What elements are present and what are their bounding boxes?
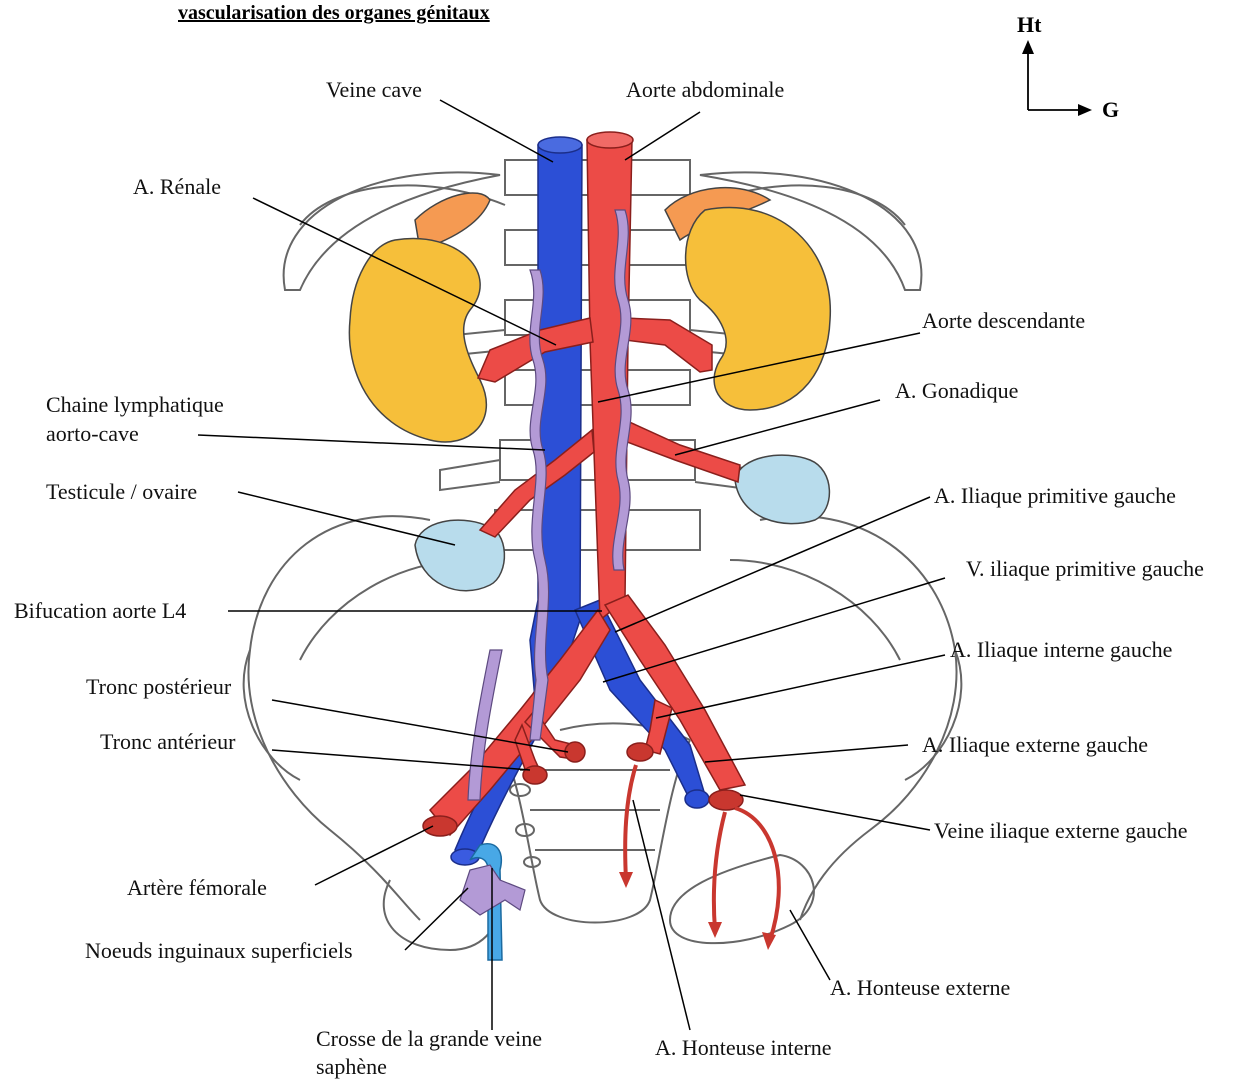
external-pudendal-arrow-2 bbox=[735, 808, 779, 940]
label-testicule-ovaire: Testicule / ovaire bbox=[46, 479, 197, 505]
left-external-iliac-vein-end bbox=[685, 790, 709, 808]
label-veine-cave: Veine cave bbox=[326, 77, 422, 103]
label-artere-femorale: Artère fémorale bbox=[127, 875, 267, 901]
leader-veine-cave bbox=[440, 100, 553, 162]
kidney-left bbox=[686, 208, 831, 410]
renal-artery-left bbox=[625, 318, 712, 372]
label-a-iliaque-primitive-gauche: A. Iliaque primitive gauche bbox=[934, 483, 1176, 509]
aorta-top bbox=[587, 132, 633, 148]
label-a-iliaque-externe-gauche: A. Iliaque externe gauche bbox=[922, 732, 1148, 758]
vena-cava-top bbox=[538, 137, 582, 153]
tronc-anterieur-end bbox=[523, 766, 547, 784]
leader-veine-iliaque-externe bbox=[740, 795, 930, 830]
leader-aorte-abdominale bbox=[625, 112, 700, 160]
label-a-gonadique: A. Gonadique bbox=[895, 378, 1018, 404]
left-internal-iliac-end bbox=[627, 743, 653, 761]
femoral-artery-end bbox=[423, 816, 457, 836]
page-title: vascularisation des organes génitaux bbox=[178, 2, 490, 25]
sacral-foramen-1 bbox=[510, 784, 530, 796]
leader-honteuse-externe bbox=[790, 910, 830, 980]
kidney-right bbox=[349, 239, 486, 442]
ilium-left-inner bbox=[730, 560, 900, 660]
label-tronc-anterieur: Tronc antérieur bbox=[100, 729, 235, 755]
ilium-left bbox=[760, 516, 957, 920]
leader-artere-femorale bbox=[315, 826, 433, 885]
label-tronc-posterieur: Tronc postérieur bbox=[86, 674, 231, 700]
arrowhead-external-2 bbox=[762, 932, 776, 950]
label-bifurcation-aorte: Bifucation aorte L4 bbox=[14, 598, 186, 624]
arrowhead-right bbox=[1078, 104, 1092, 116]
orientation-right-label: G bbox=[1102, 97, 1119, 123]
leader-a-gonadique bbox=[675, 400, 880, 455]
pubis-left bbox=[670, 855, 814, 943]
gonad-left bbox=[735, 455, 829, 523]
label-v-iliaque-primitive-gauche: V. iliaque primitive gauche bbox=[966, 556, 1204, 582]
arrowhead-internal bbox=[619, 872, 633, 888]
label-a-honteuse-interne: A. Honteuse interne bbox=[655, 1035, 832, 1061]
leader-a-iliaque-externe bbox=[705, 745, 908, 762]
leader-chaine-lymphatique bbox=[198, 435, 545, 450]
orientation-up-label: Ht bbox=[1017, 12, 1041, 38]
label-aorte-descendante: Aorte descendante bbox=[922, 308, 1085, 334]
transverse-r-2 bbox=[440, 460, 500, 490]
ilium-right bbox=[248, 516, 430, 920]
arrowhead-up bbox=[1022, 40, 1034, 54]
label-aorte-abdominale: Aorte abdominale bbox=[626, 77, 784, 103]
leader-noeuds-inguinaux bbox=[405, 888, 468, 950]
label-chaine-lymphatique-line2: aorto-cave bbox=[46, 421, 139, 447]
leader-a-iliaque-interne bbox=[656, 655, 945, 718]
label-chaine-lymphatique-line1: Chaine lymphatique bbox=[46, 392, 224, 418]
gonadic-artery-left bbox=[622, 420, 740, 482]
label-a-iliaque-interne-gauche: A. Iliaque interne gauche bbox=[950, 637, 1172, 663]
arrowhead-external-1 bbox=[708, 922, 722, 938]
label-a-renale: A. Rénale bbox=[133, 174, 221, 200]
orientation-axes bbox=[1022, 40, 1092, 116]
label-crosse-line1: Crosse de la grande veine bbox=[316, 1026, 542, 1052]
ilium-left-crest bbox=[905, 650, 961, 780]
label-veine-iliaque-externe-gauche: Veine iliaque externe gauche bbox=[934, 818, 1187, 844]
label-crosse-line2: saphène bbox=[316, 1054, 387, 1080]
leader-honteuse-interne bbox=[633, 800, 690, 1030]
label-noeuds-inguinaux: Noeuds inguinaux superficiels bbox=[85, 938, 353, 964]
label-a-honteuse-externe: A. Honteuse externe bbox=[830, 975, 1010, 1001]
external-pudendal-arrow-1 bbox=[714, 812, 725, 930]
internal-pudendal-arrow bbox=[625, 765, 636, 880]
